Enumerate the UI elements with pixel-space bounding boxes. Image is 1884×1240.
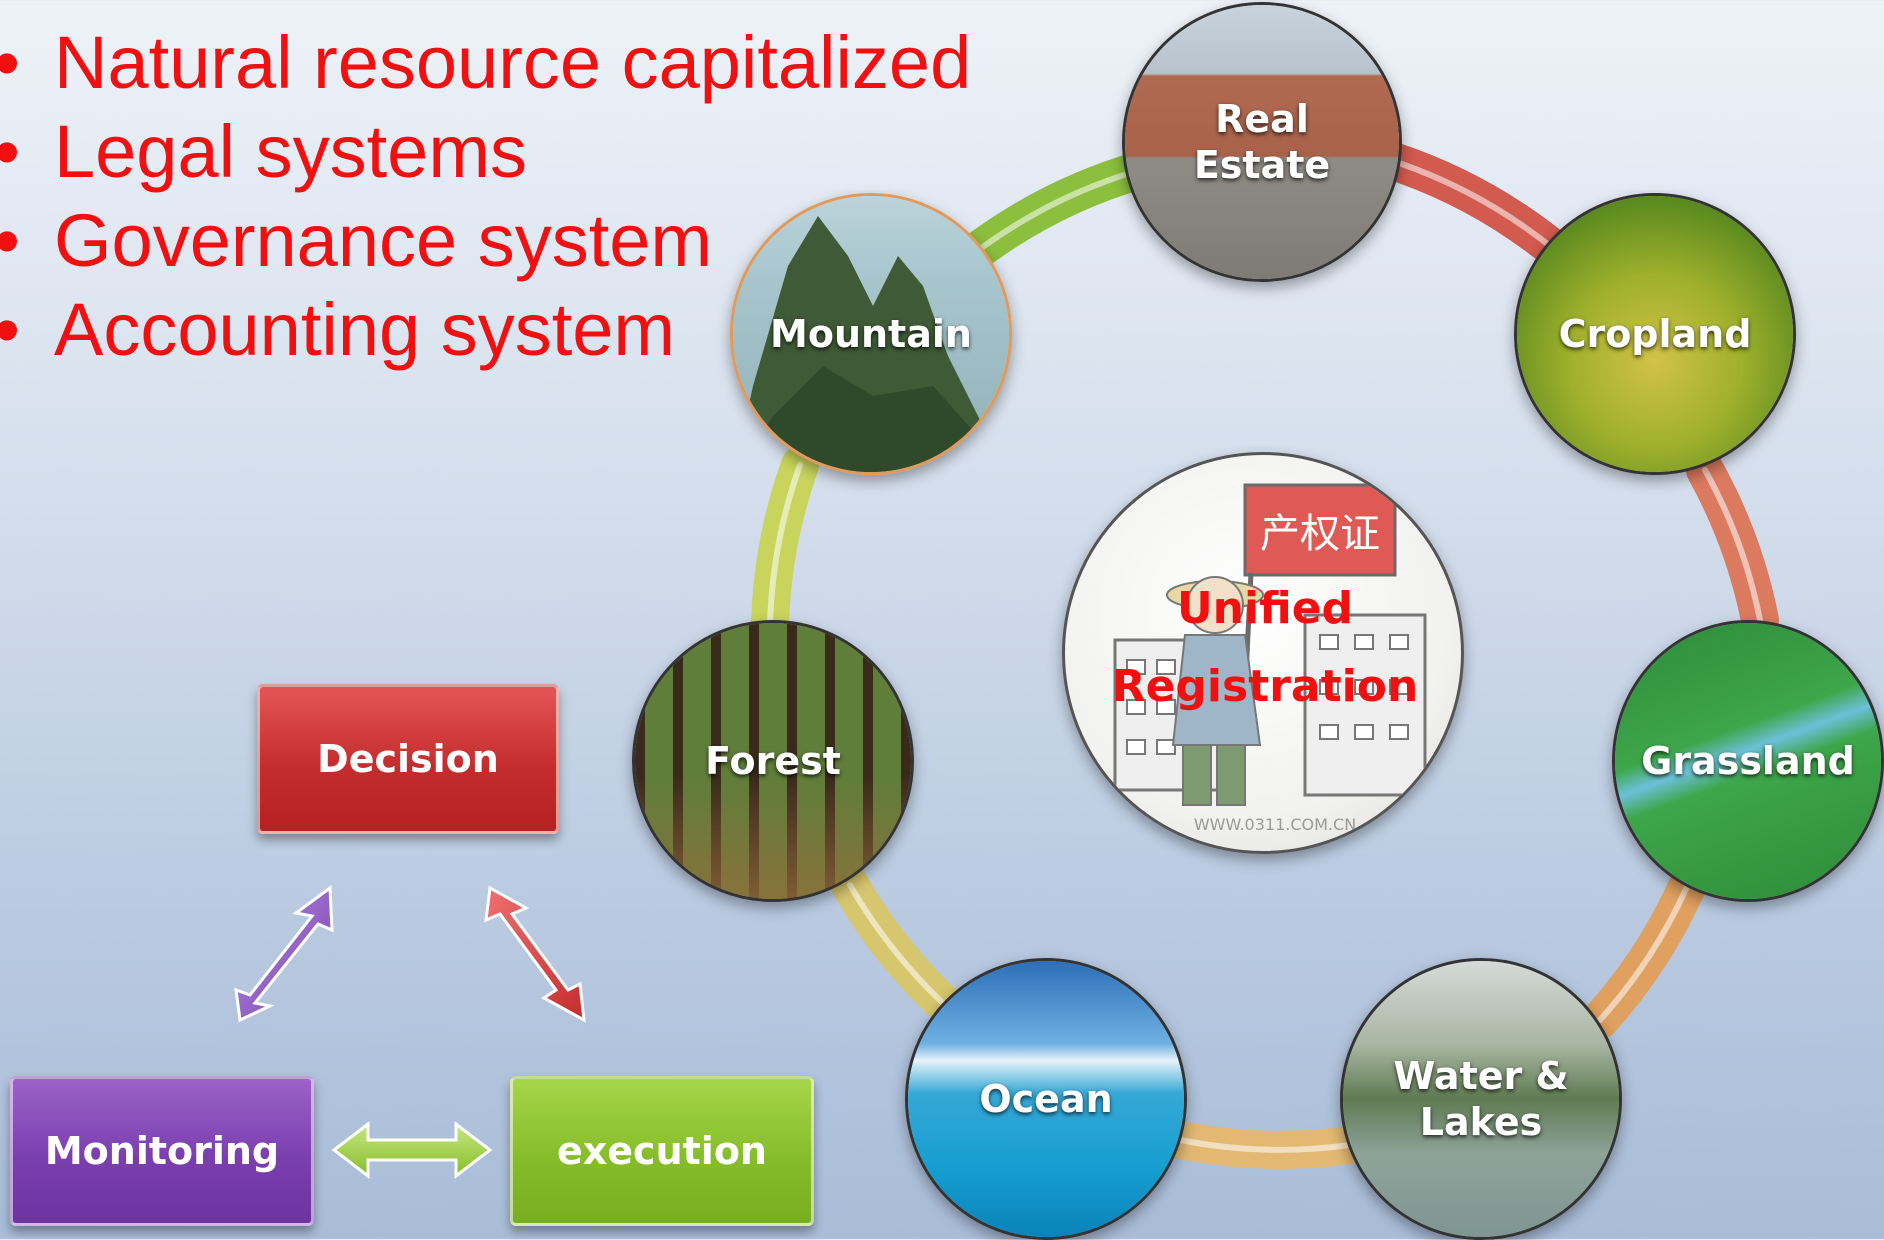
real-estate-node: Real Estate (1122, 2, 1402, 282)
node-label: Water & Lakes (1393, 1054, 1569, 1144)
center-title-line: Registration (1111, 661, 1419, 712)
unified-registration-node: 产权证 WWW.0311.COM.CN (1062, 452, 1464, 854)
bullet-text: Accounting system (54, 288, 676, 371)
node-label: Forest (705, 739, 841, 783)
decision-label: Decision (317, 737, 499, 781)
bullet-item: • Natural resource capitalized (0, 18, 971, 107)
node-label: Real Estate (1193, 97, 1331, 187)
mountain-node: Mountain (730, 193, 1012, 475)
center-title-line: Unified (1176, 583, 1354, 634)
ring-segment (751, 446, 819, 644)
bullet-list: • Natural resource capitalized • Legal sys… (0, 18, 971, 374)
cropland-node: Cropland (1514, 193, 1796, 475)
node-label: Mountain (770, 312, 972, 356)
bullet-text: Legal systems (54, 110, 527, 193)
bullet-item: • Governance system (0, 196, 971, 285)
forest-node: Forest (632, 620, 914, 902)
double-arrow-green (331, 1120, 493, 1180)
node-label: Cropland (1558, 312, 1752, 356)
ring-segment (1686, 451, 1779, 639)
execution-box: execution (510, 1076, 814, 1226)
bullet-item: • Accounting system (0, 285, 971, 374)
mountain-peaks (734, 216, 1009, 472)
bullet-dot: • (0, 196, 20, 285)
bullet-text: Natural resource capitalized (54, 21, 972, 104)
certificate-sign-text: 产权证 (1260, 511, 1380, 557)
bullet-item: • Legal systems (0, 107, 971, 196)
bullet-text: Governance system (54, 199, 713, 282)
double-arrow-red (484, 885, 586, 1023)
monitoring-box: Monitoring (10, 1076, 314, 1226)
ocean-image (908, 961, 1184, 1237)
node-label: Grassland (1641, 739, 1855, 783)
bullet-dot: • (0, 18, 20, 107)
cropland-image (1517, 196, 1793, 472)
water-lakes-node: Water & Lakes (1340, 958, 1622, 1240)
real-estate-image (1125, 5, 1399, 279)
decision-box: Decision (257, 684, 559, 834)
bullet-dot: • (0, 107, 20, 196)
double-arrow-purple (234, 885, 334, 1023)
ocean-node: Ocean (905, 958, 1187, 1240)
execution-label: execution (557, 1129, 767, 1173)
monitoring-label: Monitoring (44, 1129, 280, 1173)
node-label: Ocean (979, 1077, 1113, 1121)
watermark-text: WWW.0311.COM.CN (1194, 815, 1356, 834)
property-certificate-illustration: 产权证 WWW.0311.COM.CN (1113, 483, 1427, 834)
grassland-node: Grassland (1612, 620, 1884, 902)
unified-registration-title: Unified Registration (1070, 570, 1460, 726)
bullet-dot: • (0, 285, 20, 374)
grassland-image (1615, 623, 1881, 899)
water-lakes-image (1343, 961, 1619, 1237)
